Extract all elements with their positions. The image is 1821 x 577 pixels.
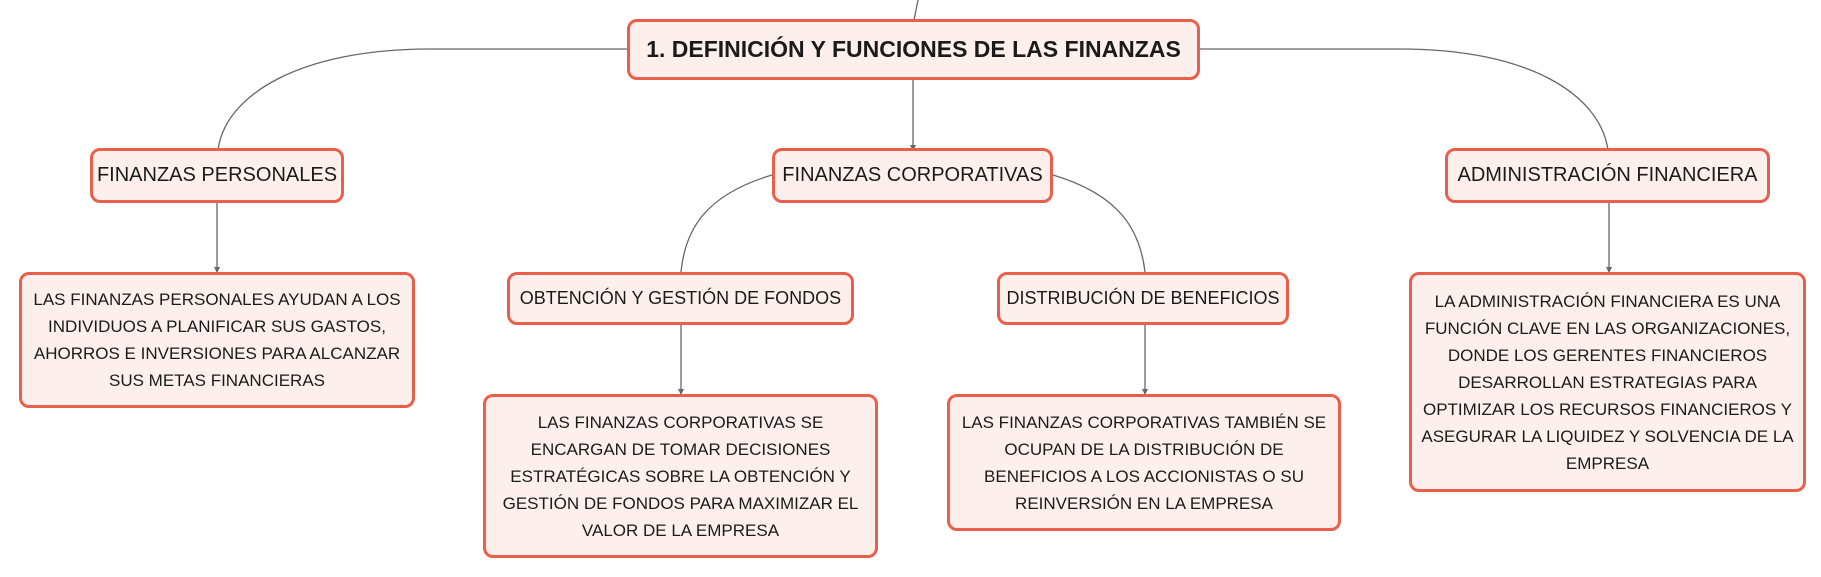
connector-root-personales <box>217 48 629 151</box>
subtopic-obtencion-gestion-fondos[interactable]: OBTENCIÓN Y GESTIÓN DE FONDOS <box>507 272 854 325</box>
description-text: LAS FINANZAS CORPORATIVAS TAMBIÉN SE OCU… <box>961 412 1327 513</box>
description-administracion-financiera[interactable]: LA ADMINISTRACIÓN FINANCIERA ES UNA FUNC… <box>1409 272 1806 492</box>
topic-label: ADMINISTRACIÓN FINANCIERA <box>1457 164 1758 186</box>
arrowhead <box>1142 389 1148 395</box>
description-text: LA ADMINISTRACIÓN FINANCIERA ES UNA FUNC… <box>1421 291 1794 473</box>
description-distribucion-beneficios[interactable]: LAS FINANZAS CORPORATIVAS TAMBIÉN SE OCU… <box>947 394 1341 531</box>
subtopic-label: OBTENCIÓN Y GESTIÓN DE FONDOS <box>519 288 842 308</box>
connector-corporativas-distribucion <box>1052 174 1146 273</box>
topic-label: FINANZAS PERSONALES <box>96 164 338 186</box>
connector-incoming <box>913 0 919 21</box>
description-finanzas-personales[interactable]: LAS FINANZAS PERSONALES AYUDAN A LOS IND… <box>19 272 415 408</box>
topic-finanzas-corporativas[interactable]: FINANZAS CORPORATIVAS <box>772 148 1053 203</box>
description-obtencion-gestion-fondos[interactable]: LAS FINANZAS CORPORATIVAS SE ENCARGAN DE… <box>483 394 878 558</box>
topic-finanzas-personales[interactable]: FINANZAS PERSONALES <box>90 148 344 203</box>
arrowhead <box>214 267 220 273</box>
description-text: LAS FINANZAS CORPORATIVAS SE ENCARGAN DE… <box>502 412 859 540</box>
connector-corporativas-obtencion <box>680 174 773 273</box>
arrowhead <box>1606 267 1612 273</box>
root-topic[interactable]: 1. DEFINICIÓN Y FUNCIONES DE LAS FINANZA… <box>627 19 1200 80</box>
subtopic-label: DISTRIBUCIÓN DE BENEFICIOS <box>1006 288 1280 308</box>
subtopic-distribucion-beneficios[interactable]: DISTRIBUCIÓN DE BENEFICIOS <box>997 272 1289 325</box>
root-topic-label: 1. DEFINICIÓN Y FUNCIONES DE LAS FINANZA… <box>646 36 1181 62</box>
connector-root-administracion <box>1198 48 1609 151</box>
topic-label: FINANZAS CORPORATIVAS <box>782 164 1043 186</box>
topic-administracion-financiera[interactable]: ADMINISTRACIÓN FINANCIERA <box>1445 148 1770 203</box>
arrowhead <box>678 389 684 395</box>
description-text: LAS FINANZAS PERSONALES AYUDAN A LOS IND… <box>33 290 401 390</box>
